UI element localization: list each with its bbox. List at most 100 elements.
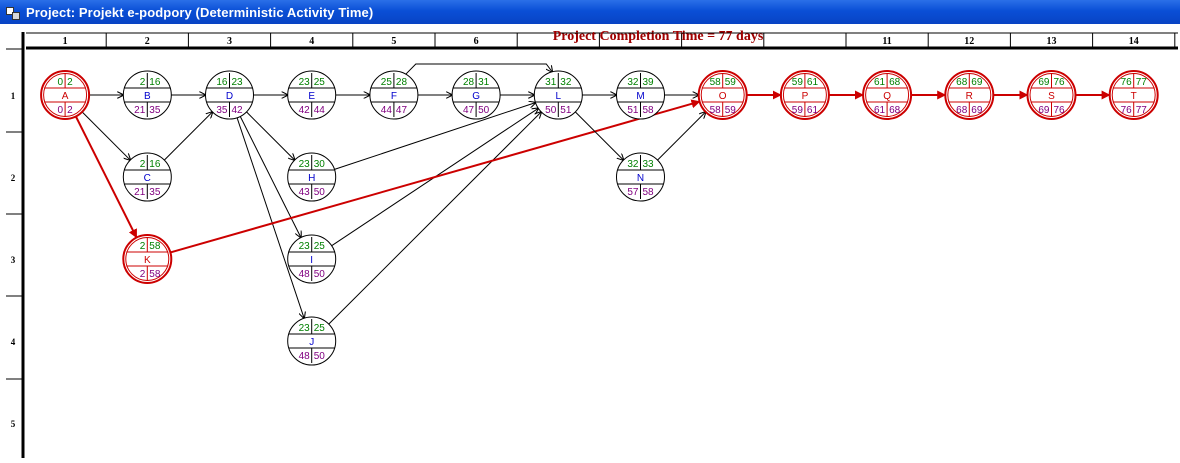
activity-circle [1026, 70, 1077, 120]
activity-circle [287, 234, 337, 284]
early-finish: 77 [1136, 77, 1148, 88]
activity-label: D [226, 91, 233, 102]
late-start: 2 [140, 269, 146, 280]
early-start: 69 [1038, 77, 1050, 88]
early-finish: 76 [1054, 77, 1066, 88]
early-start: 32 [627, 77, 639, 88]
activity-circle [287, 70, 337, 120]
column-label: 5 [391, 36, 396, 47]
activity-label: F [391, 91, 397, 102]
late-finish: 44 [314, 105, 326, 116]
activity-label: J [309, 337, 314, 348]
row-label: 1 [11, 91, 16, 101]
window-titlebar[interactable]: Project: Projekt e-podpory (Deterministi… [0, 0, 1180, 24]
link-j-l [328, 112, 542, 325]
late-start: 43 [299, 187, 311, 198]
window-title: Project: Projekt e-podpory (Deterministi… [26, 4, 374, 20]
early-finish: 31 [478, 77, 490, 88]
early-start: 28 [463, 77, 475, 88]
early-start: 58 [710, 77, 722, 88]
early-start: 2 [140, 241, 146, 252]
activity-label: R [966, 91, 973, 102]
early-start: 61 [874, 77, 886, 88]
column-label: 2 [145, 36, 150, 47]
row-label: 3 [11, 255, 16, 265]
activity-circle [287, 152, 337, 202]
column-label: 11 [882, 36, 891, 47]
early-finish: 58 [149, 241, 161, 252]
link-d-j [236, 117, 304, 318]
late-finish: 58 [643, 187, 655, 198]
activity-label: O [719, 91, 727, 102]
project-completion-time: Project Completion Time = 77 days [553, 29, 764, 44]
early-start: 23 [299, 323, 311, 334]
late-start: 68 [956, 105, 968, 116]
early-finish: 32 [560, 77, 572, 88]
activity-label: G [472, 91, 480, 102]
early-start: 2 [140, 159, 146, 170]
activity-label: E [308, 91, 315, 102]
activity-label: H [308, 173, 315, 184]
link-a-k [75, 116, 138, 239]
early-finish: 33 [643, 159, 655, 170]
app-window-icon[interactable] [6, 6, 20, 20]
activity-circle [944, 70, 995, 120]
early-finish: 61 [807, 77, 819, 88]
activity-label: Q [883, 91, 891, 102]
link-c-d [163, 112, 212, 161]
column-label: 12 [964, 36, 974, 47]
early-finish: 68 [889, 77, 901, 88]
activity-circle [616, 152, 665, 202]
column-label: 14 [1129, 36, 1139, 47]
early-finish: 25 [314, 241, 326, 252]
late-finish: 51 [560, 105, 572, 116]
activity-circle [122, 234, 173, 284]
late-finish: 58 [149, 269, 161, 280]
early-finish: 39 [643, 77, 655, 88]
activity-circle [287, 316, 337, 366]
late-finish: 42 [232, 105, 244, 116]
link-a-c [81, 111, 130, 160]
activity-circle [205, 70, 254, 120]
late-start: 21 [134, 187, 146, 198]
late-start: 51 [627, 105, 639, 116]
late-start: 59 [792, 105, 804, 116]
late-finish: 35 [149, 105, 161, 116]
late-finish: 2 [67, 105, 73, 116]
early-start: 23 [299, 241, 311, 252]
late-finish: 69 [971, 105, 983, 116]
early-finish: 30 [314, 159, 326, 170]
late-start: 21 [134, 105, 146, 116]
activity-circle [369, 70, 419, 120]
early-finish: 59 [725, 77, 737, 88]
late-finish: 50 [314, 187, 326, 198]
link-f-l [405, 63, 553, 75]
activity-circle [616, 70, 665, 120]
late-start: 76 [1121, 105, 1133, 116]
early-start: 68 [956, 77, 968, 88]
early-finish: 28 [396, 77, 408, 88]
activity-label: N [637, 173, 644, 184]
column-label: 6 [474, 36, 479, 47]
